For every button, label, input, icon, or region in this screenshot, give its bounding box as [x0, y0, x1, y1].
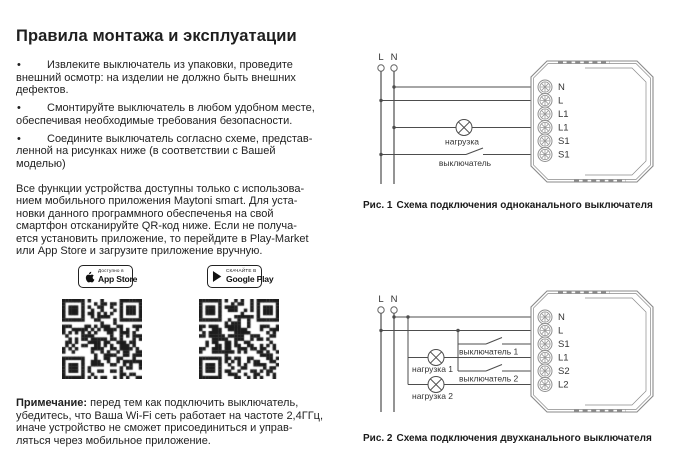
supply-terminal-icon	[377, 306, 385, 314]
google-play-badge-title: Google Play	[226, 274, 274, 284]
note-label: Примечание:	[16, 397, 88, 409]
terminal-labels: N L S1 L1 S2 L2	[558, 312, 570, 391]
svg-text:L1: L1	[558, 123, 569, 134]
note-text: перед тем как подключить выключатель, уб…	[16, 397, 324, 447]
page-title: Правила монтажа и эксплуатации	[16, 27, 297, 45]
load-label: нагрузка	[445, 137, 479, 147]
switch2-label: выключатель 2	[459, 374, 519, 384]
figure-number: Рис. 2	[363, 433, 393, 444]
supply-n-label: N	[391, 294, 398, 305]
terminal-labels: N L L1 L1 S1 S1	[558, 82, 570, 161]
lamp-icon	[427, 376, 445, 393]
svg-text:L1: L1	[558, 109, 569, 120]
figure-number: Рис. 1	[363, 200, 393, 211]
figure-title: Схема подключения двухканального выключа…	[396, 433, 652, 444]
app-intro-paragraph: Все функции устройства доступны только с…	[16, 182, 309, 258]
figure1-diagram: L N нагрузка выключатель N L L1	[377, 52, 655, 184]
app-store-badge-title: App Store	[98, 274, 138, 284]
svg-text:L: L	[558, 96, 563, 107]
google-play-badge-subtitle: СКАЧАЙТЕ В	[226, 268, 257, 274]
app-store-badge: Доступно в App Store	[78, 265, 137, 288]
svg-text:N: N	[558, 82, 565, 93]
load1-label: нагрузка 1	[412, 364, 453, 374]
bullet-text: Извлеките выключатель из упаковки, прове…	[16, 59, 296, 97]
note-paragraph: Примечание: перед тем как подключить вык…	[16, 397, 361, 447]
qr-code-google-play	[199, 299, 279, 379]
google-play-icon	[212, 271, 222, 282]
qr-code-app-store	[62, 299, 142, 379]
supply-terminal-icon	[377, 64, 385, 72]
supply-terminal-icon	[390, 306, 398, 314]
svg-text:L2: L2	[558, 380, 569, 391]
lamp-icon	[427, 349, 445, 366]
bullet-item: • Извлеките выключатель из упаковки, про…	[16, 59, 361, 97]
bullet-item: • Соедините выключатель согласно схеме, …	[16, 133, 361, 171]
svg-text:L1: L1	[558, 353, 569, 364]
bullet-item: • Смонтируйте выключатель в любом удобно…	[16, 102, 361, 127]
device-module	[529, 59, 655, 184]
supply-l-label: L	[378, 294, 383, 305]
svg-text:S2: S2	[558, 366, 570, 377]
device-module	[529, 289, 655, 414]
svg-text:S1: S1	[558, 136, 570, 147]
svg-text:L: L	[558, 326, 563, 337]
bullet-icon: •	[17, 132, 21, 145]
supply-l-label: L	[378, 52, 383, 63]
lamp-icon	[455, 119, 473, 136]
supply-terminal-icon	[390, 64, 398, 72]
bullet-text: Смонтируйте выключатель в любом удобном …	[16, 102, 315, 127]
switch-label: выключатель	[439, 158, 492, 168]
app-store-badge-subtitle: Доступно в	[98, 268, 124, 274]
bullet-icon: •	[17, 102, 21, 114]
google-play-badge: СКАЧАЙТЕ В Google Play	[207, 265, 274, 288]
bullet-icon: •	[17, 59, 21, 71]
figure2-diagram: L N выключатель 1 вы	[377, 289, 655, 414]
svg-text:S1: S1	[558, 150, 570, 161]
bullet-text: Соедините выключатель согласно схеме, пр…	[16, 132, 313, 170]
load2-label: нагрузка 2	[412, 391, 453, 401]
switch1-label: выключатель 1	[459, 347, 519, 357]
svg-text:N: N	[558, 312, 565, 323]
wires	[379, 313, 531, 412]
figure-title: Схема подключения одноканального выключа…	[396, 200, 653, 211]
apple-icon	[85, 271, 95, 282]
svg-text:S1: S1	[558, 339, 570, 350]
supply-n-label: N	[391, 52, 398, 63]
